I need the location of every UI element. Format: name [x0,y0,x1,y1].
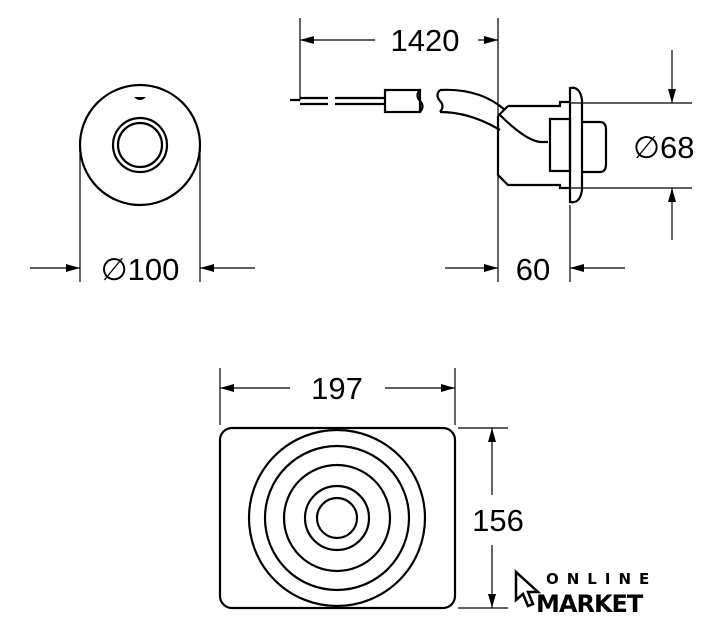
cover-width-label: 197 [311,371,363,406]
online-market-logo: ONLINE MARKET [514,569,657,618]
cover-height-label: 156 [472,503,524,538]
depth-label: 60 [516,252,550,287]
front-view: ∅100 [30,83,255,287]
logo-line1: ONLINE [546,570,657,588]
logo-line2: MARKET [536,590,644,618]
front-diameter-label: ∅100 [101,252,180,287]
cover-plate-view: 197 156 [218,368,524,610]
side-diameter-label: ∅68 [633,130,695,165]
side-view: 1420 60 ∅68 [290,18,695,287]
cable-length-label: 1420 [391,23,460,58]
cursor-icon [514,569,542,608]
